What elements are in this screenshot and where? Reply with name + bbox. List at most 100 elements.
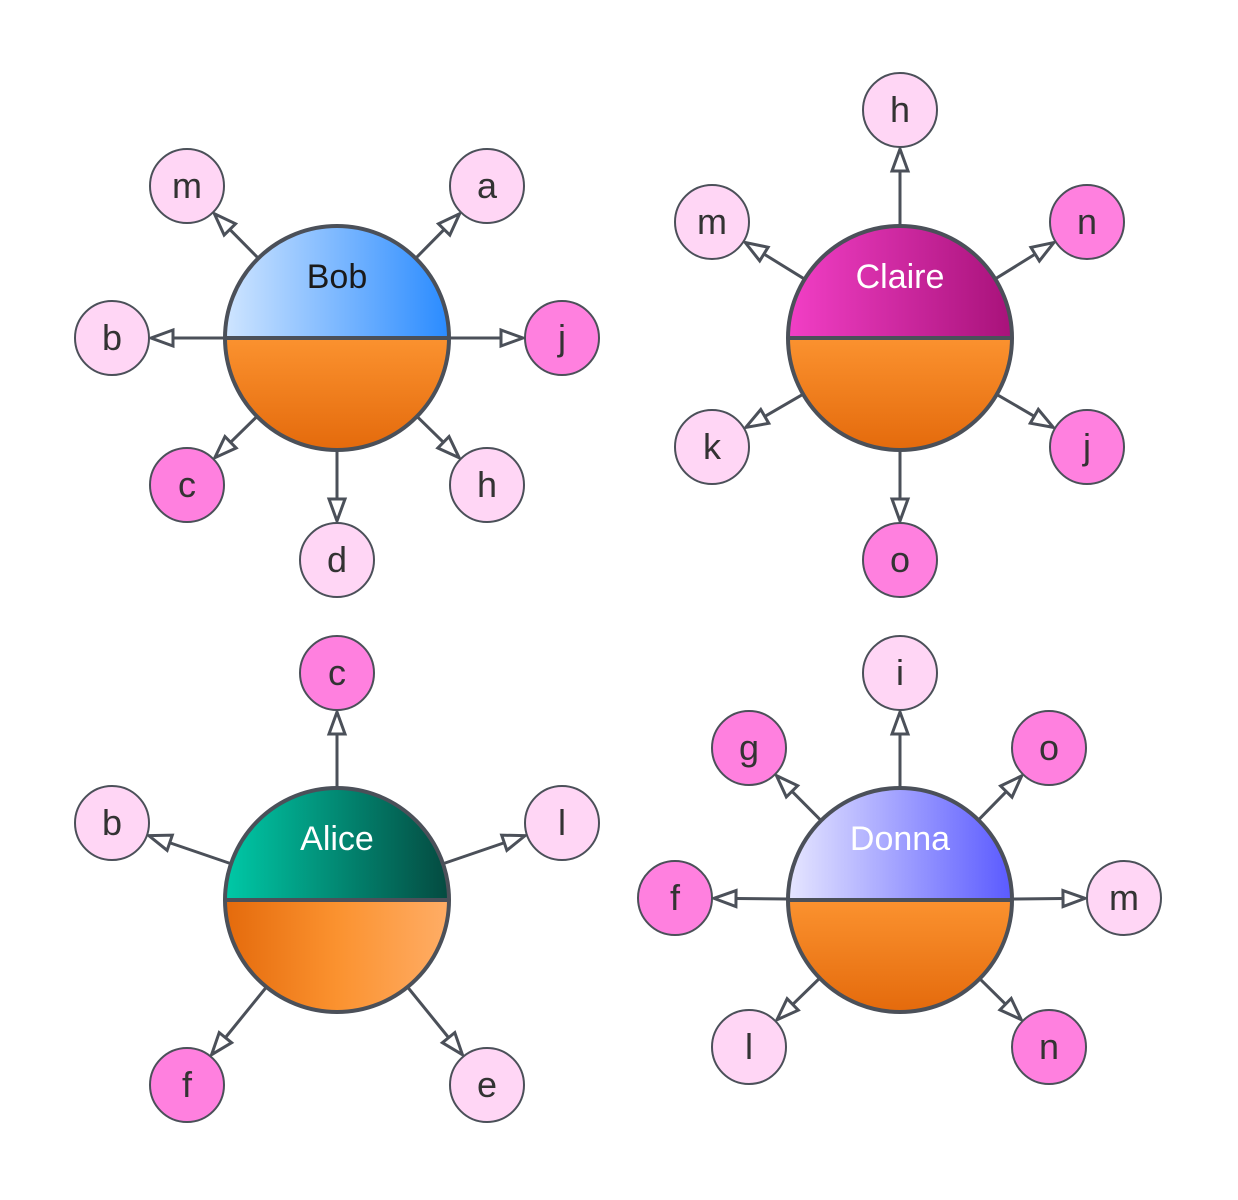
arrowhead-icon [208,1030,235,1059]
leaf-node-donna-o[interactable]: o [1011,710,1087,786]
leaf-circle [711,1009,787,1085]
leaf-node-alice-b[interactable]: b [74,785,150,861]
leaf-node-bob-d[interactable]: d [299,522,375,598]
edge-claire-j [996,393,1036,418]
leaf-circle [862,635,938,711]
arrowhead-icon [211,434,239,461]
hub-outline[interactable] [786,786,1014,1014]
edge-alice-e [406,986,450,1039]
leaf-label: o [890,539,910,580]
leaf-node-donna-i[interactable]: i [862,635,938,711]
leaf-node-claire-h[interactable]: h [862,72,938,148]
arrowhead-icon [435,434,463,461]
hub-name: Alice [300,820,374,858]
arrowhead-icon [1028,240,1058,264]
arrowhead-icon [997,995,1025,1023]
leaf-node-alice-l[interactable]: l [524,785,600,861]
leaf-label: i [896,652,904,693]
hub-claire: Claire [786,224,1014,452]
leaf-label: m [172,165,202,206]
hub-name: Claire [856,258,945,296]
leaf-label: m [1109,877,1139,918]
edge-alice-f [224,986,268,1039]
hub-donna: Donna [786,786,1014,1014]
arrowhead-icon [435,210,463,238]
leaf-circle [1049,409,1125,485]
arrowhead-icon [889,707,911,736]
leaf-circle [74,300,150,376]
arrowhead-icon [1027,406,1058,430]
leaf-circle [74,785,150,861]
leaf-node-bob-c[interactable]: c [149,447,225,523]
leaf-label: a [477,165,498,206]
leaf-circle [674,409,750,485]
edge-claire-k [764,392,804,418]
hub-outline[interactable] [786,224,1014,452]
arrowhead-icon [889,144,911,173]
leaf-circle [149,148,225,224]
edge-alice-l [442,841,505,866]
leaf-circle [1049,184,1125,260]
hub-name: Bob [307,258,368,296]
hub-bottom-half [788,900,1012,1012]
edge-donna-o [977,790,1008,822]
leaf-node-alice-e[interactable]: e [449,1047,525,1123]
leaf-node-claire-o[interactable]: o [862,522,938,598]
leaf-node-claire-n[interactable]: n [1049,184,1125,260]
arrowhead-icon [709,888,738,909]
leaf-label: b [102,802,122,843]
leaf-node-claire-m[interactable]: m [674,184,750,260]
hub-outline[interactable] [223,786,451,1014]
leaf-node-donna-m[interactable]: m [1086,860,1162,936]
leaf-node-donna-f[interactable]: f [637,860,713,936]
leaf-node-alice-f[interactable]: f [149,1047,225,1123]
edge-claire-n [994,252,1036,281]
leaf-label: c [328,652,346,693]
leaf-circle [449,447,525,523]
leaf-node-bob-h[interactable]: h [449,447,525,523]
leaf-label: f [670,877,681,918]
leaf-circle [299,522,375,598]
leaf-circle [711,710,787,786]
edge-donna-g [790,790,823,822]
arrowhead-icon [773,996,801,1023]
edge-donna-l [791,977,821,1006]
leaf-label: l [558,802,566,843]
hub-bottom-half [225,338,449,450]
leaf-circle [1011,1009,1087,1085]
leaf-node-claire-k[interactable]: k [674,409,750,485]
arrowhead-icon [773,772,801,800]
leaf-circle [862,522,938,598]
leaf-circle [524,300,600,376]
leaf-circle [637,860,713,936]
leaf-circle [299,635,375,711]
leaf-circle [674,184,750,260]
arrowhead-icon [146,327,175,349]
leaf-node-bob-j[interactable]: j [524,300,600,376]
leaf-node-bob-a[interactable]: a [449,148,525,224]
leaf-circle [449,1047,525,1123]
leaf-label: m [697,201,727,242]
leaf-circle [524,785,600,861]
leaf-node-claire-j[interactable]: j [1049,409,1125,485]
arrowhead-icon [326,497,348,526]
leaf-label: h [477,464,497,505]
leaf-node-donna-g[interactable]: g [711,710,787,786]
leaf-node-bob-m[interactable]: m [149,148,225,224]
edges-layer [144,144,1090,1059]
leaf-node-donna-l[interactable]: l [711,1009,787,1085]
edge-bob-h [415,415,445,444]
leaf-label: o [1039,727,1059,768]
leaf-circle [449,148,525,224]
arrowhead-icon [499,833,530,853]
hub-outline[interactable] [223,224,451,452]
arrowhead-icon [741,406,772,430]
arrowhead-icon [499,327,528,349]
leaf-node-donna-n[interactable]: n [1011,1009,1087,1085]
leaf-node-alice-c[interactable]: c [299,635,375,711]
edge-donna-n [978,977,1007,1006]
leaf-node-bob-b[interactable]: b [74,300,150,376]
arrowhead-icon [211,210,239,238]
leaf-label: g [739,727,759,768]
